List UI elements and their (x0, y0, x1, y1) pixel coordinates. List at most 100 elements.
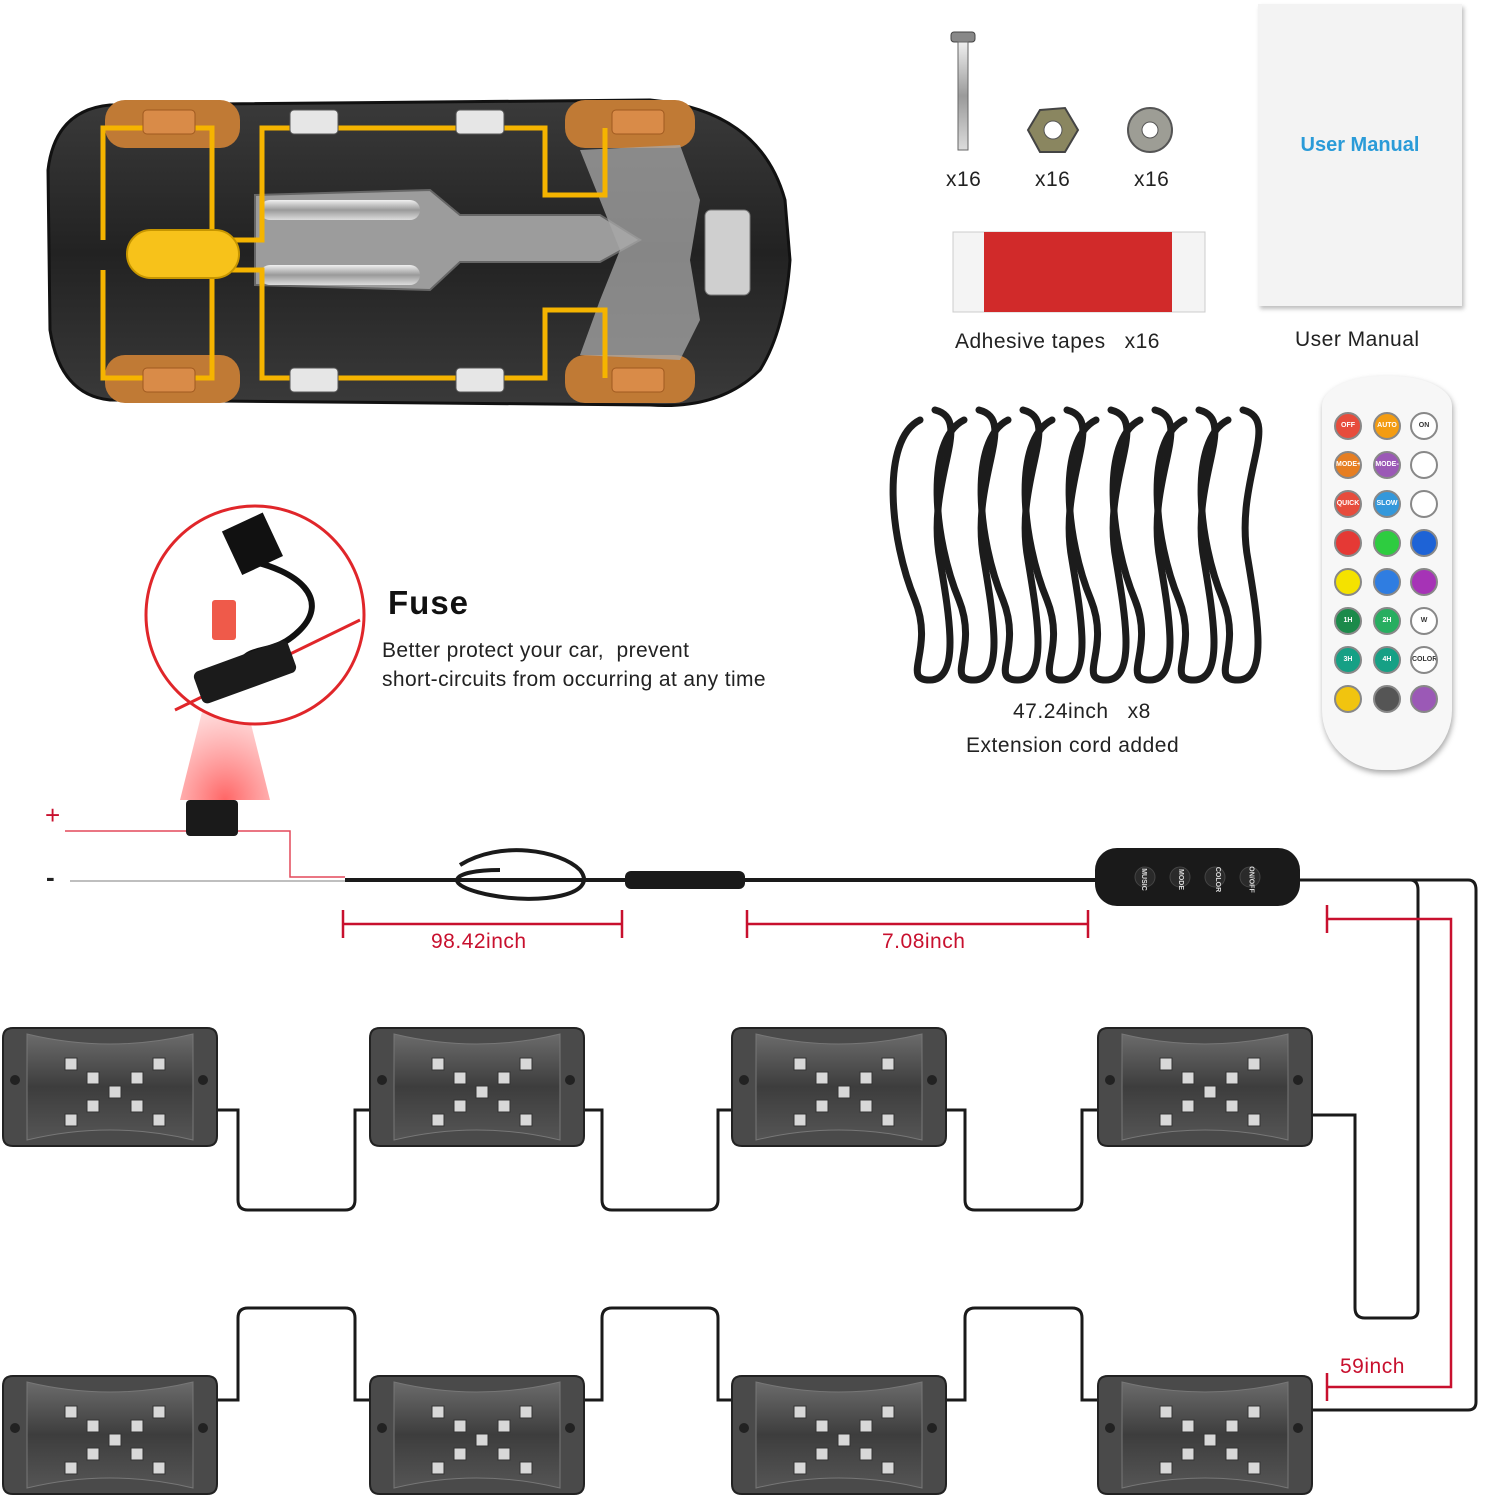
controller-color-label: COLOR (1214, 866, 1222, 893)
remote-button-7: QUICK (1334, 490, 1362, 518)
mount-hole (10, 1075, 20, 1085)
remote-button-9 (1410, 490, 1438, 518)
led-chip (837, 1085, 851, 1099)
remote-button-12 (1410, 529, 1438, 557)
led-chip (64, 1057, 78, 1071)
led-chip (519, 1113, 533, 1127)
led-chip (86, 1099, 100, 1113)
led-chip (86, 1071, 100, 1085)
pod-wiring (215, 1108, 1102, 1402)
led-chip (1159, 1461, 1173, 1475)
adhesive-tape-image (952, 231, 1206, 313)
rock-light-pod-5 (2, 1375, 218, 1495)
car-underbody (46, 98, 792, 408)
led-chip (1225, 1071, 1239, 1085)
mount-hole (10, 1423, 20, 1433)
led-chip (497, 1447, 511, 1461)
remote-button-22 (1334, 685, 1362, 713)
led-chip (1181, 1419, 1195, 1433)
mount-hole (739, 1075, 749, 1085)
remote-button-11 (1373, 529, 1401, 557)
mount-hole (1293, 1423, 1303, 1433)
negative-terminal-label: - (46, 862, 56, 892)
screw-image (950, 31, 976, 151)
dimension-lines (341, 905, 1453, 1401)
led-chip (152, 1461, 166, 1475)
led-chip (793, 1113, 807, 1127)
fuse-callout (144, 504, 366, 800)
led-chip (108, 1433, 122, 1447)
remote-button-5: MODE- (1373, 451, 1401, 479)
remote-button-10 (1334, 529, 1362, 557)
rock-light-pod-2 (369, 1027, 585, 1147)
fuse-description: Better protect your car, prevent short-c… (382, 636, 766, 694)
led-chip (1203, 1433, 1217, 1447)
mount-hole (198, 1075, 208, 1085)
remote-button-15 (1410, 568, 1438, 596)
mount-hole (927, 1075, 937, 1085)
led-chip (837, 1433, 851, 1447)
remote-button-16: 1H (1334, 607, 1362, 635)
dimension-7-inch: 7.08inch (882, 930, 966, 953)
led-chip (815, 1071, 829, 1085)
remote-button-24 (1410, 685, 1438, 713)
led-chip (1247, 1113, 1261, 1127)
rock-light-pod-1 (2, 1027, 218, 1147)
led-chip (519, 1461, 533, 1475)
mount-hole (565, 1075, 575, 1085)
remote-button-20: 4H (1373, 646, 1401, 674)
mount-hole (377, 1075, 387, 1085)
mount-hole (1105, 1075, 1115, 1085)
user-manual-cover-title: User Manual (1300, 134, 1420, 156)
controller-button-labels: ON/OFF COLOR MODE MUSIC (1128, 862, 1278, 896)
led-chip (152, 1405, 166, 1419)
washer-qty: x16 (1134, 168, 1170, 191)
led-chip (453, 1447, 467, 1461)
led-chip (64, 1405, 78, 1419)
led-chip (431, 1113, 445, 1127)
fuse-title: Fuse (388, 584, 470, 621)
led-chip (1159, 1113, 1173, 1127)
car-pod-markers (142, 109, 665, 393)
rock-light-pod-3 (731, 1027, 947, 1147)
positive-terminal-label: + (45, 800, 61, 830)
mount-hole (198, 1423, 208, 1433)
led-chip (1159, 1057, 1173, 1071)
rock-light-pod-7 (731, 1375, 947, 1495)
rock-light-pod-4 (1097, 1027, 1313, 1147)
led-chip (64, 1113, 78, 1127)
controller-mode-label: MODE (1177, 869, 1184, 890)
led-chip (497, 1099, 511, 1113)
user-manual-caption: User Manual (1295, 328, 1420, 351)
remote-button-23 (1373, 685, 1401, 713)
led-chip (152, 1057, 166, 1071)
led-chip (793, 1461, 807, 1475)
led-chip (1203, 1085, 1217, 1099)
led-chip (130, 1447, 144, 1461)
led-chip (86, 1447, 100, 1461)
led-chip (475, 1085, 489, 1099)
washer-image (1127, 107, 1173, 153)
led-chip (108, 1085, 122, 1099)
led-chip (1181, 1099, 1195, 1113)
led-chip (1247, 1461, 1261, 1475)
remote-button-13 (1334, 568, 1362, 596)
mount-hole (565, 1423, 575, 1433)
remote-button-3: ON (1410, 412, 1438, 440)
led-chip (881, 1057, 895, 1071)
led-chip (881, 1461, 895, 1475)
led-chip (1159, 1405, 1173, 1419)
led-chip (859, 1099, 873, 1113)
led-chip (793, 1405, 807, 1419)
led-chip (519, 1057, 533, 1071)
dimension-98-inch: 98.42inch (431, 930, 527, 953)
mount-hole (1105, 1423, 1115, 1433)
fuse-desc-line1: Better protect your car, prevent (382, 639, 690, 662)
nut-qty: x16 (1035, 168, 1071, 191)
mount-hole (1293, 1075, 1303, 1085)
led-chip (815, 1447, 829, 1461)
remote-button-4: MODE+ (1334, 451, 1362, 479)
led-chip (453, 1419, 467, 1433)
